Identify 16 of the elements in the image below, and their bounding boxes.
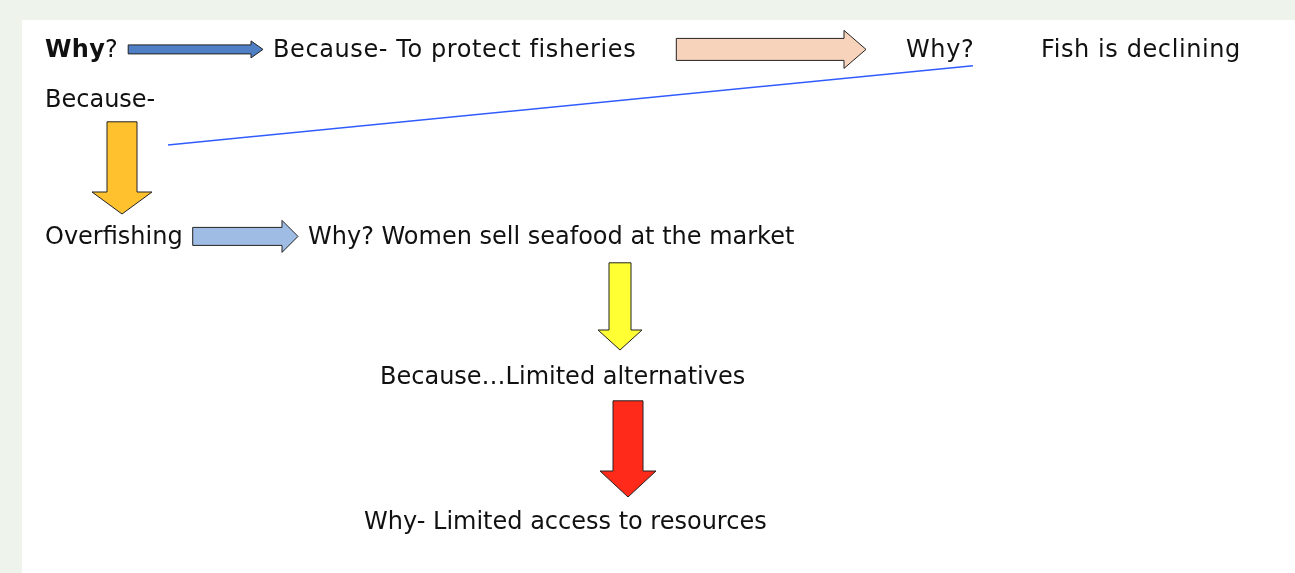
connector-line xyxy=(167,65,974,146)
node-text: Why? xyxy=(906,35,975,64)
block-arrow xyxy=(675,29,867,69)
node-text: Overfishing xyxy=(45,222,183,251)
block-arrow xyxy=(192,219,299,253)
block-arrow xyxy=(599,400,657,498)
node-text: Why? xyxy=(45,35,119,64)
node-text: Why? Women sell seafood at the market xyxy=(308,222,795,251)
node-text: Fish is declining xyxy=(1041,35,1241,64)
node-text: Because…Limited alternatives xyxy=(380,362,746,391)
block-arrow xyxy=(91,121,153,215)
node-text: Why- Limited access to resources xyxy=(364,507,767,536)
block-arrow xyxy=(127,40,264,59)
node-text: Because- To protect fisheries xyxy=(273,35,637,64)
block-arrow xyxy=(597,262,643,351)
node-text: Because- xyxy=(45,85,156,114)
